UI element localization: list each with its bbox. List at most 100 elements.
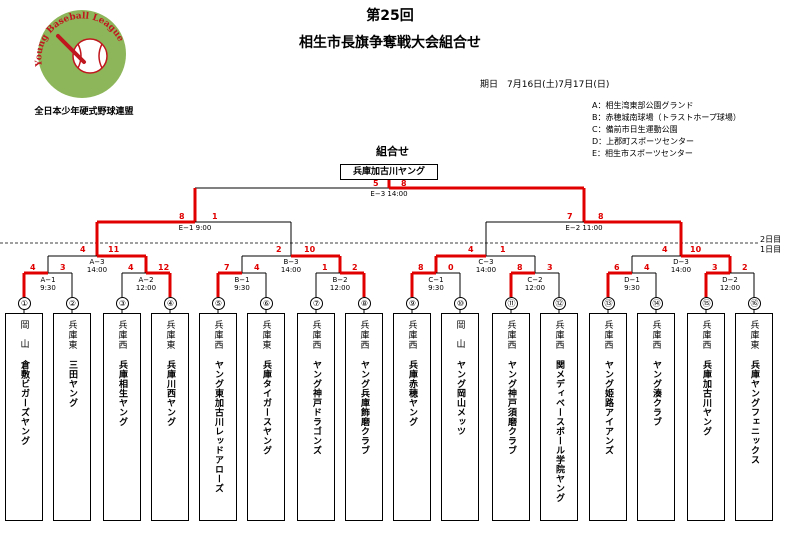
team-number-badge: ⑫ <box>553 297 566 310</box>
team-number-badge: ② <box>66 297 79 310</box>
r1-score-left: 6 <box>614 263 620 272</box>
semi2-game-id: E−2 11:00 <box>565 224 603 232</box>
r1-score-right: 2 <box>742 263 748 272</box>
team-name: ヤング兵庫飾磨クラブ <box>359 360 369 455</box>
team-name: 兵庫加古川ヤング <box>701 360 711 436</box>
team-name: ヤング東加古川レッドアローズ <box>213 360 223 493</box>
team-prefecture: 岡山 <box>18 320 29 358</box>
team-prefecture: 兵庫西 <box>310 320 321 350</box>
team-box: 岡山ヤング岡山メッツ <box>441 313 479 521</box>
r1-score-right: 4 <box>254 263 260 272</box>
r1-game-label: D−1 <box>624 276 640 284</box>
team-name: 三田ヤング <box>67 360 77 408</box>
team-box: 兵庫西ヤング東加古川レッドアローズ <box>199 313 237 521</box>
r1-score-left: 8 <box>517 263 523 272</box>
qf-d3-time: 14:00 <box>670 266 692 274</box>
team-number-badge: ④ <box>164 297 177 310</box>
r1-score-left: 7 <box>224 263 230 272</box>
qf-d3-score-right: 10 <box>690 245 702 254</box>
team-box: 兵庫西兵庫赤穂ヤング <box>393 313 431 521</box>
day2-label: 2日目 <box>760 235 782 244</box>
team-box: 兵庫西ヤング兵庫飾磨クラブ <box>345 313 383 521</box>
team-prefecture: 兵庫西 <box>602 320 613 350</box>
team-number-badge: ⑬ <box>602 297 615 310</box>
team-number-badge: ⑦ <box>310 297 323 310</box>
qf-a3-time: 14:00 <box>86 266 108 274</box>
r1-game-label: A−2 <box>138 276 154 284</box>
section-title: 組合せ <box>376 145 409 158</box>
r1-game-label: D−2 <box>722 276 738 284</box>
team-name: 兵庫タイガースヤング <box>261 360 271 455</box>
qf-a3-label: A−3 <box>89 258 105 266</box>
r1-score-right: 3 <box>60 263 66 272</box>
qf-b3-score-left: 2 <box>276 245 282 254</box>
champion-box: 兵庫加古川ヤング <box>340 164 438 180</box>
team-box: 兵庫西ヤング湊クラブ <box>637 313 675 521</box>
semi2-score-left: 7 <box>567 212 573 221</box>
team-box: 兵庫東三田ヤング <box>53 313 91 521</box>
semi1-game-id: E−1 9:00 <box>178 224 212 232</box>
team-number-badge: ⑭ <box>650 297 663 310</box>
r1-score-left: 4 <box>30 263 36 272</box>
r1-game-time: 12:00 <box>524 284 546 292</box>
qf-c3-score-right: 1 <box>500 245 506 254</box>
qf-b3-time: 14:00 <box>280 266 302 274</box>
qf-c3-time: 14:00 <box>475 266 497 274</box>
team-prefecture: 岡山 <box>454 320 465 358</box>
team-name: ヤング姫路アイアンズ <box>603 360 613 455</box>
r1-game-label: C−1 <box>428 276 444 284</box>
team-prefecture: 兵庫東 <box>164 320 175 350</box>
semi2-score-right: 8 <box>598 212 604 221</box>
team-number-badge: ⑮ <box>700 297 713 310</box>
team-prefecture: 兵庫西 <box>358 320 369 350</box>
team-box: 兵庫西ヤング神戸須磨クラブ <box>492 313 530 521</box>
team-number-badge: ⑩ <box>454 297 467 310</box>
team-name: ヤング神戸ドラゴンズ <box>311 360 321 455</box>
qf-d3-game-id: D−3 14:00 <box>661 258 701 274</box>
qf-d3-score-left: 4 <box>662 245 668 254</box>
team-prefecture: 兵庫東 <box>66 320 77 350</box>
r1-game-label: B−2 <box>332 276 348 284</box>
team-prefecture: 兵庫西 <box>116 320 127 350</box>
qf-a3-game-id: A−3 14:00 <box>77 258 117 274</box>
r1-game-time: 9:30 <box>234 284 250 292</box>
team-prefecture: 兵庫西 <box>406 320 417 350</box>
qf-b3-game-id: B−3 14:00 <box>271 258 311 274</box>
team-prefecture: 兵庫東 <box>748 320 759 350</box>
r1-score-left: 4 <box>128 263 134 272</box>
team-name: 兵庫川西ヤング <box>165 360 175 427</box>
team-prefecture: 兵庫東 <box>260 320 271 350</box>
qf-b3-score-right: 10 <box>304 245 316 254</box>
team-number-badge: ⑨ <box>406 297 419 310</box>
page-title: 相生市長旗争奪戦大会組合せ <box>299 35 481 51</box>
r1-score-right: 12 <box>158 263 170 272</box>
final-score-left: 5 <box>373 179 379 188</box>
league-logo: Young Baseball League 全日本少年硬式野球連盟 <box>22 6 142 118</box>
final-score-right: 8 <box>401 179 407 188</box>
team-box: 兵庫東兵庫タイガースヤング <box>247 313 285 521</box>
team-number-badge: ⑧ <box>358 297 371 310</box>
team-box: 兵庫東兵庫川西ヤング <box>151 313 189 521</box>
r1-score-right: 4 <box>644 263 650 272</box>
r1-game-time: 9:30 <box>40 284 56 292</box>
team-name: ヤング岡山メッツ <box>455 360 465 436</box>
day1-label: 1日目 <box>760 245 782 254</box>
qf-c3-label: C−3 <box>478 258 494 266</box>
venue-b: B：赤穂城南球場（トラストホープ球場） <box>592 113 741 122</box>
team-prefecture: 兵庫西 <box>553 320 564 350</box>
venue-e: E：相生市スポーツセンター <box>592 149 693 158</box>
team-number-badge: ⑯ <box>748 297 761 310</box>
team-prefecture: 兵庫西 <box>212 320 223 350</box>
team-prefecture: 兵庫西 <box>505 320 516 350</box>
qf-a3-score-right: 11 <box>108 245 120 254</box>
final-game-id: E−3 14:00 <box>370 190 408 198</box>
team-box: 兵庫東兵庫ヤングフェニックス <box>735 313 773 521</box>
semi1-score-left: 8 <box>179 212 185 221</box>
team-box: 兵庫西ヤング姫路アイアンズ <box>589 313 627 521</box>
r1-score-right: 2 <box>352 263 358 272</box>
